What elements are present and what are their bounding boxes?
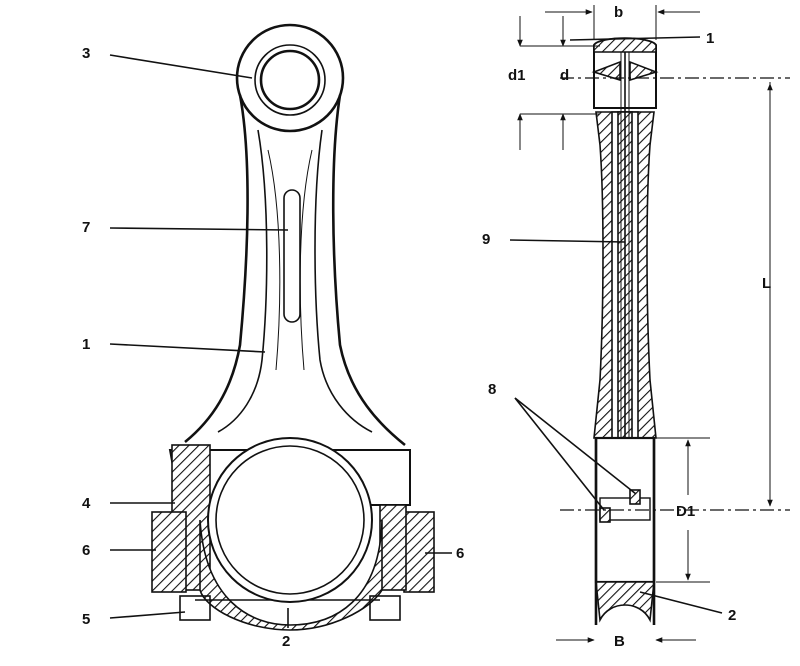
nut-right bbox=[403, 511, 435, 593]
side-cap bbox=[595, 581, 655, 623]
label-d1: d1 bbox=[508, 67, 526, 84]
label-B: B bbox=[614, 633, 625, 650]
label-2-right: 2 bbox=[728, 607, 736, 624]
label-5: 5 bbox=[82, 611, 90, 628]
label-L: L bbox=[762, 275, 771, 292]
left-leaders: 3 7 1 4 6 6 5 2 bbox=[82, 45, 464, 650]
label-7: 7 bbox=[82, 219, 90, 236]
small-end-outer bbox=[235, 23, 345, 133]
shank-right-edge bbox=[331, 94, 406, 447]
label-2-left: 2 bbox=[282, 633, 290, 650]
big-end-bore bbox=[207, 437, 373, 603]
label-b: b bbox=[614, 4, 623, 21]
dimensions: b d1 d 1 L D1 9 8 2 bbox=[482, 4, 773, 650]
label-3: 3 bbox=[82, 45, 90, 62]
shank-rib-left bbox=[217, 129, 268, 433]
rod-side-view bbox=[560, 37, 790, 625]
bolt-head-left bbox=[179, 595, 211, 621]
label-4: 4 bbox=[82, 495, 91, 512]
rod-front-view bbox=[151, 23, 435, 631]
label-6-left: 6 bbox=[82, 542, 90, 559]
label-D1: D1 bbox=[676, 503, 695, 520]
label-6-right: 6 bbox=[456, 545, 464, 562]
small-end-bore bbox=[259, 49, 321, 111]
label-8: 8 bbox=[488, 381, 496, 398]
shank-rib-right bbox=[314, 129, 373, 433]
bolt-head-right bbox=[369, 595, 401, 621]
oil-channel-slot bbox=[283, 189, 301, 323]
label-d: d bbox=[560, 67, 569, 84]
small-end-bushing-outer bbox=[254, 44, 326, 116]
label-9: 9 bbox=[482, 231, 490, 248]
bolt-boss-right bbox=[379, 504, 407, 591]
bearing-cap bbox=[199, 519, 383, 631]
shank-left-edge bbox=[184, 94, 249, 444]
label-1-left: 1 bbox=[82, 336, 90, 353]
big-end-bearing bbox=[215, 445, 365, 595]
label-1-right: 1 bbox=[706, 30, 714, 47]
nut-left bbox=[151, 511, 187, 593]
